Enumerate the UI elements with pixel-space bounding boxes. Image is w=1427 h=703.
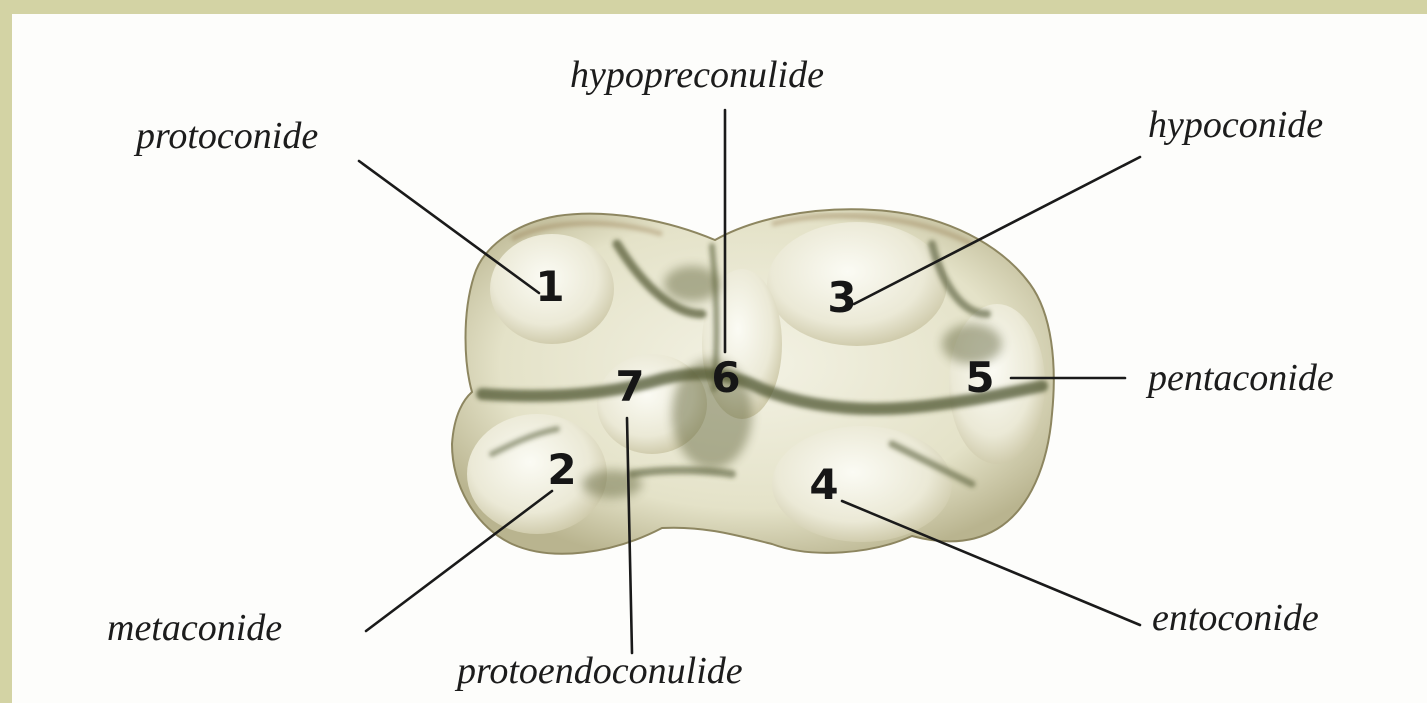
cusp-number-1: 1 <box>535 262 564 311</box>
cusp-number-6: 6 <box>711 353 740 402</box>
cusp-number-7: 7 <box>615 362 644 411</box>
label-protoendoconulide: protoendoconulide <box>454 650 743 692</box>
label-pentaconide: pentaconide <box>1145 357 1334 399</box>
cusp-number-4: 4 <box>809 460 838 509</box>
diagram-panel: 1 2 3 4 5 6 7 hypopreconulide protoconid… <box>12 14 1427 703</box>
tooth-diagram: 1 2 3 4 5 6 7 hypopreconulide protoconid… <box>12 14 1427 703</box>
label-entoconide: entoconide <box>1152 597 1319 639</box>
leader-protoconide <box>359 161 539 293</box>
label-metaconide: metaconide <box>107 607 282 649</box>
label-protoconide: protoconide <box>133 115 318 157</box>
label-hypopreconulide: hypopreconulide <box>570 54 824 96</box>
leader-metaconide <box>366 491 552 631</box>
cusp-number-5: 5 <box>965 353 994 402</box>
tooth-crown <box>452 209 1054 553</box>
label-hypoconide: hypoconide <box>1148 104 1323 146</box>
cusp-number-2: 2 <box>547 445 576 494</box>
cusp-number-3: 3 <box>827 273 856 322</box>
